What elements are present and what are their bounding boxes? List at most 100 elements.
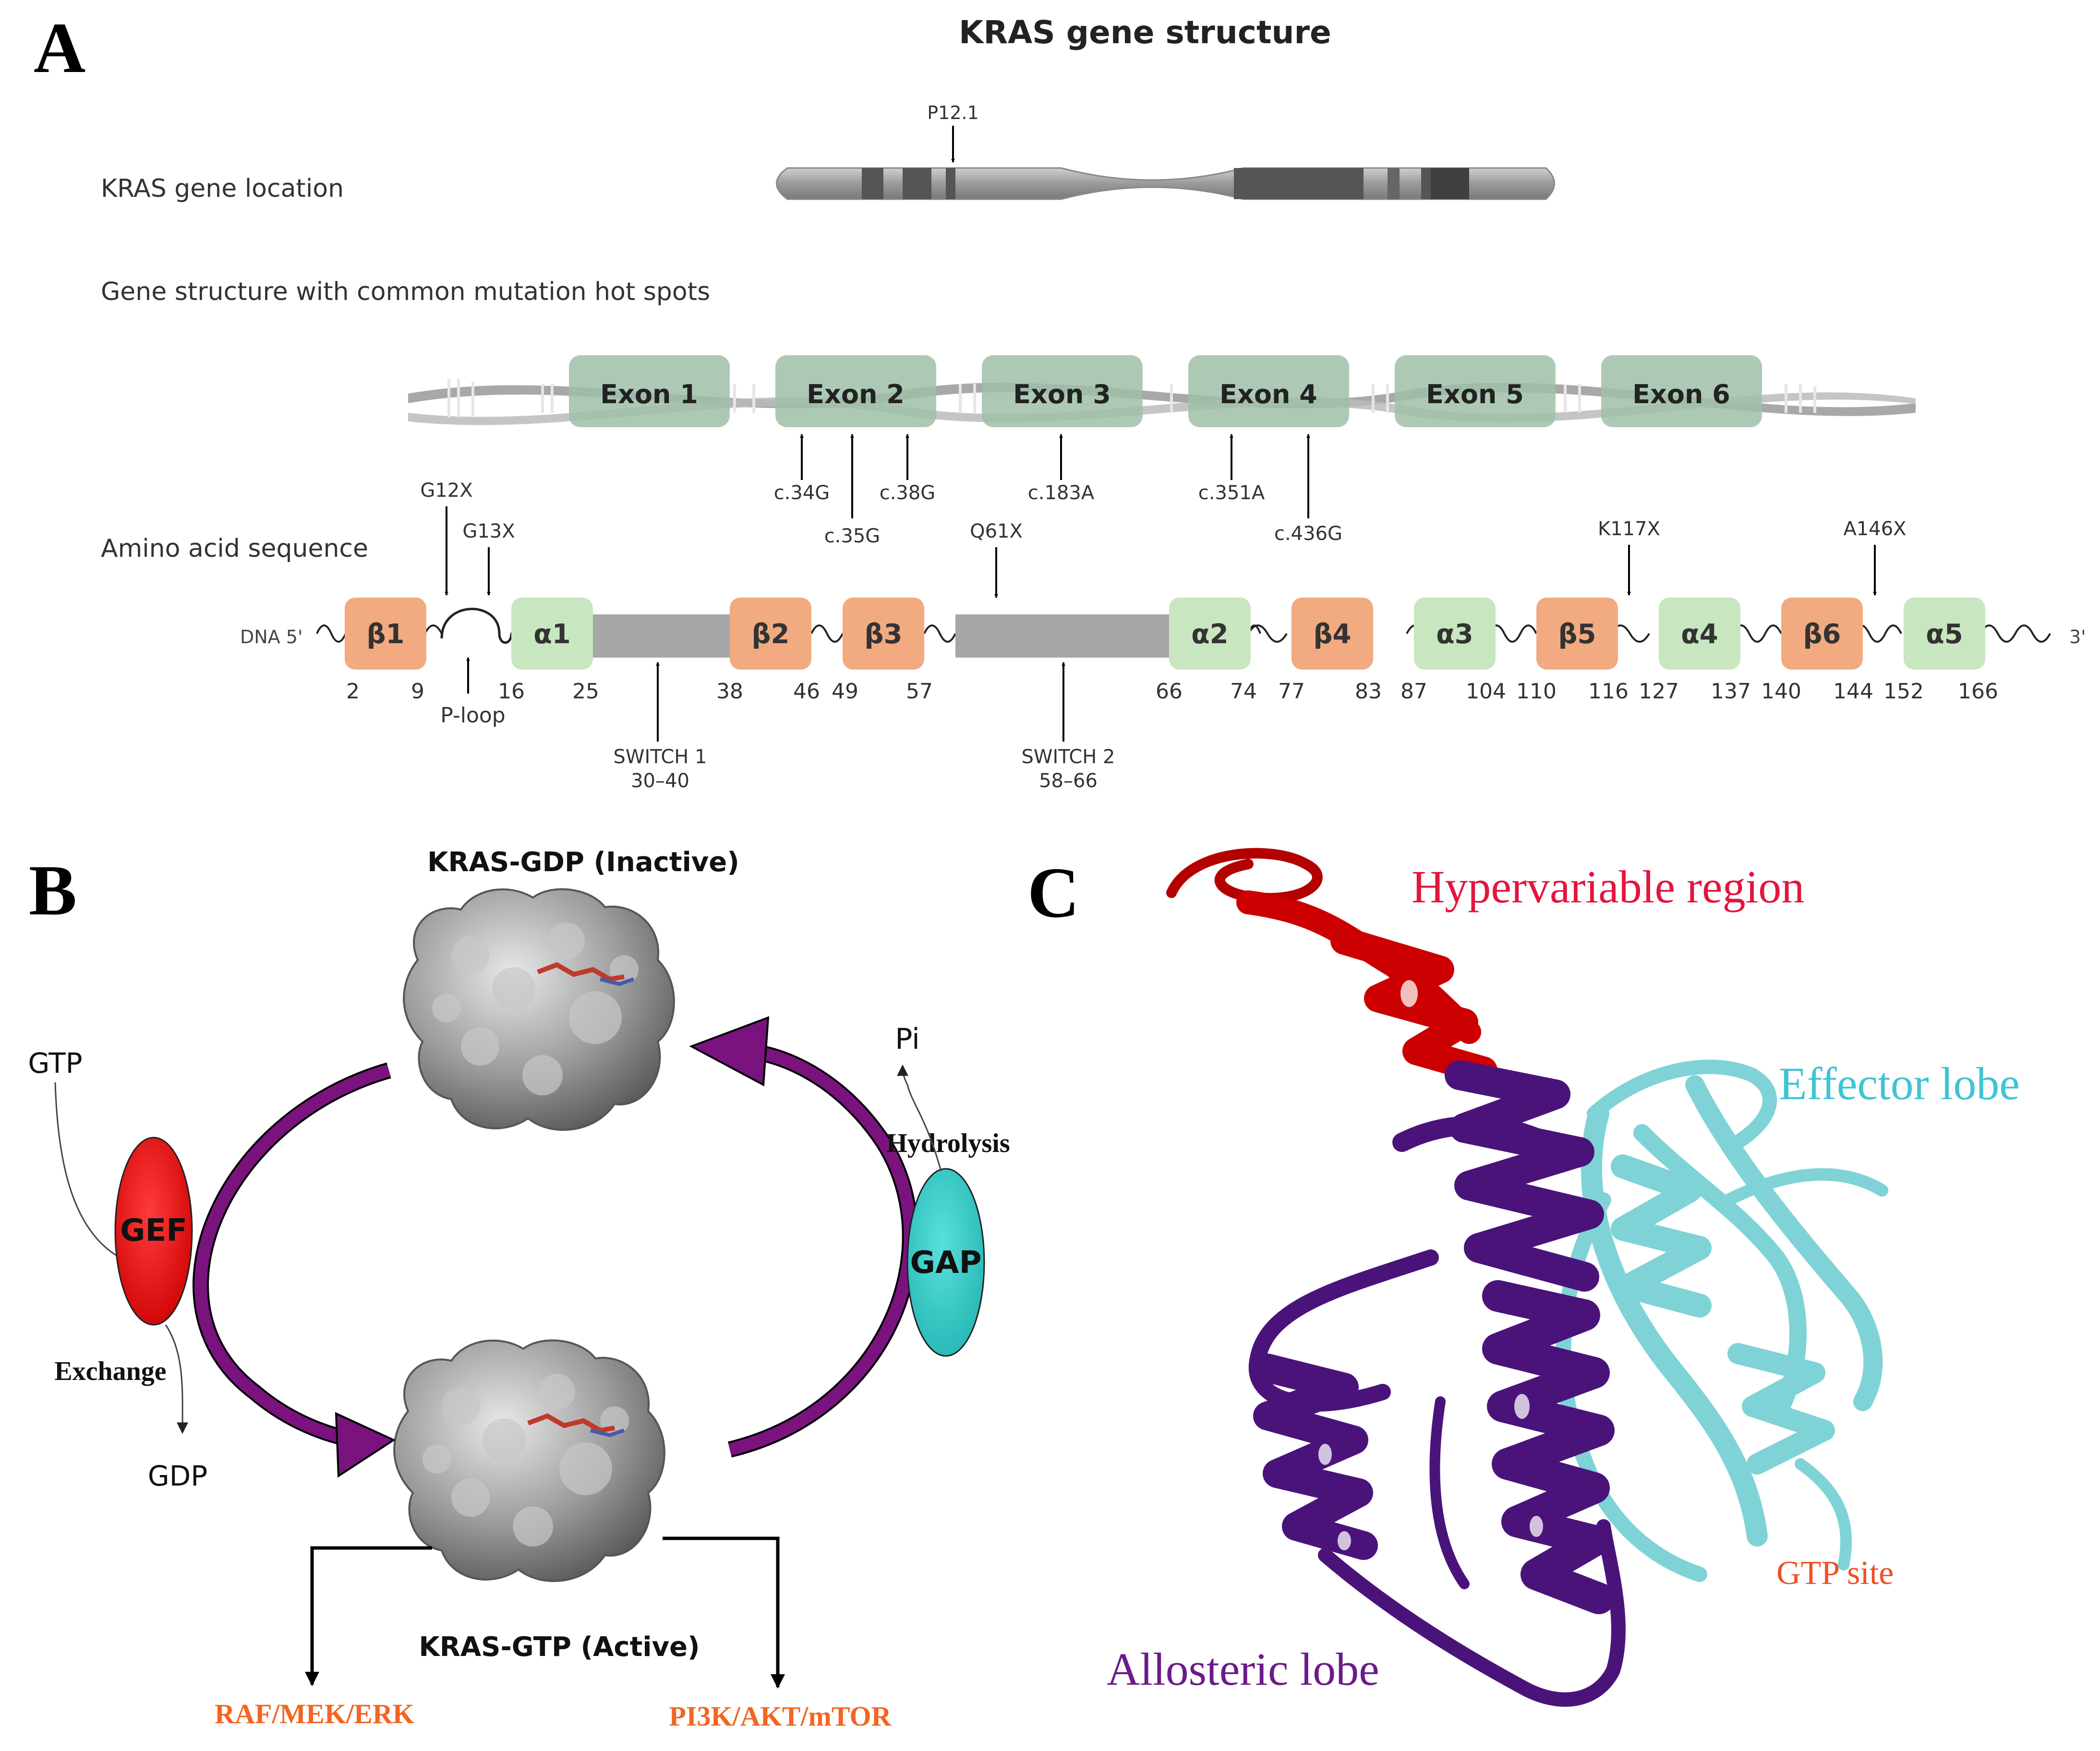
mutation-label: c.34G [774,482,830,504]
exon-label: Exon 1 [600,379,698,409]
hotspot-label: G12X [420,480,472,502]
residue-number: 152 [1883,679,1924,704]
exon-label: Exon 2 [807,379,905,409]
hotspot-label: A146X [1843,518,1906,540]
exon-label: Exon 3 [1013,379,1111,409]
domain-label: α3 [1436,619,1473,650]
residue-number: 25 [572,679,599,704]
pathway-left-connector [305,1546,432,1686]
mutation-markers: c.34G c.35G c.38G c.183A c.351A c.436G [774,434,1342,547]
residue-number: 140 [1761,679,1801,704]
mutation-label: c.35G [824,525,881,547]
exon-box [1601,355,1762,427]
mutation-label: c.351A [1198,482,1265,504]
p-loop-arch [440,608,513,644]
kras-gtp-surface [393,1339,665,1582]
gtp-in-line [54,1082,130,1263]
mutation-label: c.38G [880,482,936,504]
exon-label: Exon 4 [1219,379,1317,409]
raf-mek-erk-label: RAF/MEK/ERK [215,1698,414,1729]
switch-1-bar [593,614,730,658]
p-loop-label: P-loop [440,703,505,728]
dna-5-prime-label: DNA 5' [240,626,302,648]
loop-connector [810,624,844,643]
residue-number: 57 [906,679,933,704]
mutation-label: c.183A [1028,482,1095,504]
gene-structure-label: Gene structure with common mutation hot … [101,277,710,306]
amino-acid-label: Amino acid sequence [101,534,368,563]
exon-box [1188,355,1349,427]
residue-number: 74 [1230,679,1257,704]
gtp-label: GTP [28,1047,82,1079]
allosteric-ribbon [1249,1060,1626,1707]
hotspot-label: G13X [462,520,515,542]
beta-strand-box [730,598,811,670]
residue-number: 166 [1958,679,1998,704]
residue-number: 127 [1639,679,1679,704]
switch-1-range: 30–40 [631,770,689,792]
hydrolysis-label: Hydrolysis [886,1128,1010,1158]
loop-connector [1487,624,1537,643]
exchange-label: Exchange [54,1356,166,1386]
hotspot-label: Q61X [970,520,1023,542]
loop-connector [316,624,347,643]
alpha-helix-box [1904,598,1985,670]
gene-location-label: KRAS gene location [101,174,344,203]
beta-strand-box [1291,598,1373,670]
residue-number: 9 [411,679,424,704]
pi-out-line [897,1064,942,1172]
gef-ellipse [114,1137,193,1326]
switch-2-label: SWITCH 2 [1022,746,1115,768]
gdp-out-line [165,1324,189,1434]
domain-label: β5 [1558,619,1596,650]
domain-label: β3 [864,619,902,650]
domain-label: β6 [1803,619,1841,650]
beta-strand-box [1536,598,1618,670]
ribbon-highlights [1318,980,1695,1550]
residue-number: 49 [832,679,858,704]
alpha-helix-box [1169,598,1251,670]
inactive-state-label: KRAS-GDP (Inactive) [427,847,739,878]
residue-number: 137 [1711,679,1751,704]
switch-2-range: 58–66 [1039,770,1098,792]
chromosome [776,167,1555,200]
chromosome-band-label: P12.1 [927,102,979,123]
alpha-helix-box [1659,598,1740,670]
residue-number: 46 [793,679,820,704]
loop-connector [1732,624,1782,643]
pi-label: Pi [895,1022,920,1056]
residue-number: 83 [1355,679,1382,704]
exon-label: Exon 6 [1632,379,1730,409]
loop-connector [923,624,956,643]
mutation-label: c.436G [1274,523,1342,545]
exon-label: Exon 5 [1426,379,1524,409]
alpha-helix-box [511,598,593,670]
beta-strand-box [1781,598,1863,670]
dna-3-prime-label: 3' [2069,626,2086,648]
domain-label: β1 [366,619,404,650]
domain-label: α1 [533,619,570,650]
activation-arc [193,1062,391,1448]
loop-connector [1247,624,1288,643]
panel-letter-b: B [29,851,77,930]
domain-label: β2 [751,619,789,650]
inactivation-arrowhead [689,1016,770,1087]
loop-connector [424,624,443,634]
effector-ribbon [1556,1059,1888,1582]
hypervariable-region-label: Hypervariable region [1412,861,1804,912]
loop-connector [1979,624,2051,643]
pi3k-akt-mtor-label: PI3K/AKT/mTOR [669,1701,892,1732]
switch-1-label: SWITCH 1 [614,746,707,768]
switch-2-bar [955,614,1169,658]
pathway-right-connector [663,1536,785,1689]
active-state-label: KRAS-GTP (Active) [419,1631,700,1663]
residue-number: 66 [1156,679,1183,704]
gtp-site-label: GTP site [1776,1555,1894,1592]
residue-number: 144 [1833,679,1873,704]
gdp-label: GDP [148,1460,208,1492]
residue-number: 16 [498,679,525,704]
exon-box [569,355,730,427]
gap-label: GAP [910,1245,982,1281]
